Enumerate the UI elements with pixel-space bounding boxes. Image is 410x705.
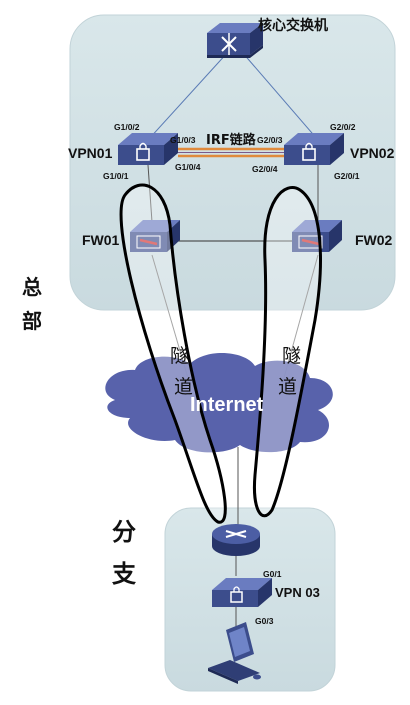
core-switch-label: 核心交换机: [258, 17, 328, 34]
branch-router-icon[interactable]: [212, 524, 260, 556]
vpn02-device-icon[interactable]: [284, 133, 344, 165]
fw02-label: FW02: [355, 232, 393, 248]
headquarters-label-1: 总: [22, 275, 42, 299]
port-label: G0/1: [263, 569, 282, 579]
port-label: G2/0/4: [252, 164, 278, 174]
irf-link-label: IRF链路: [206, 132, 257, 148]
port-label: G1/0/2: [114, 122, 140, 132]
irf-link: [178, 147, 290, 158]
internet-label: Internet: [190, 394, 264, 416]
port-label: G2/0/1: [334, 171, 360, 181]
fw01-label: FW01: [82, 232, 120, 248]
internet-cloud-icon: [105, 352, 333, 453]
link-core-vpn01: [147, 51, 229, 141]
port-label: G2/0/2: [330, 122, 356, 132]
branch-label-1: 分: [112, 518, 136, 546]
tunnel-left: [119, 183, 227, 524]
tunnel-right-label-2: 道: [278, 376, 297, 398]
fw01-firewall-icon[interactable]: [130, 220, 180, 252]
computer-icon[interactable]: [208, 622, 261, 684]
port-label: G2/0/3: [257, 135, 283, 145]
vpn02-label: VPN02: [350, 145, 395, 161]
port-label: G1/0/1: [103, 171, 129, 181]
vpn03-device-icon[interactable]: [212, 578, 272, 607]
tunnel-left-label-2: 道: [174, 376, 193, 398]
headquarters-label-2: 部: [22, 309, 42, 333]
port-label: G0/3: [255, 616, 274, 626]
link-core-vpn02: [241, 51, 319, 141]
tunnel-right-label-1: 隧: [282, 345, 301, 367]
link-vpn01-fw01: [147, 164, 153, 223]
vpn03-label: VPN 03: [275, 585, 320, 600]
vpn01-label: VPN01: [68, 145, 113, 161]
tunnel-right: [252, 186, 322, 518]
core-switch-icon[interactable]: [207, 23, 263, 58]
port-label: G1/0/4: [175, 162, 201, 172]
branch-label-2: 支: [112, 560, 137, 588]
tunnel-left-label-1: 隧: [170, 345, 189, 367]
vpn01-device-icon[interactable]: [118, 133, 178, 165]
port-label: G1/0/3: [170, 135, 196, 145]
